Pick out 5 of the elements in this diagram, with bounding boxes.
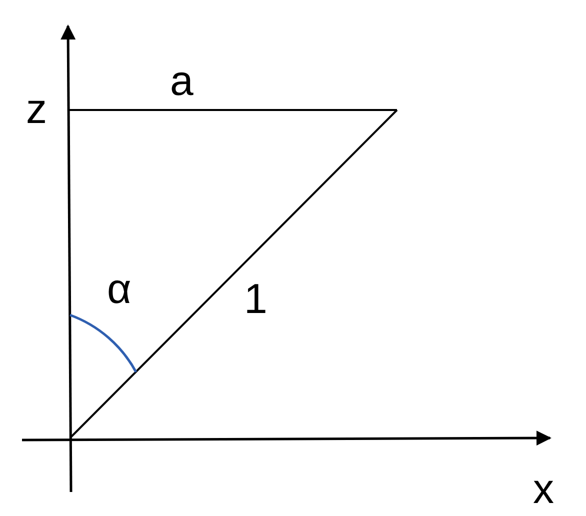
axis-label: z bbox=[26, 88, 47, 130]
angle-label: α bbox=[107, 268, 132, 310]
axis-label: x bbox=[533, 468, 554, 510]
length-label: 1 bbox=[244, 278, 268, 320]
length-label: a bbox=[170, 60, 194, 102]
